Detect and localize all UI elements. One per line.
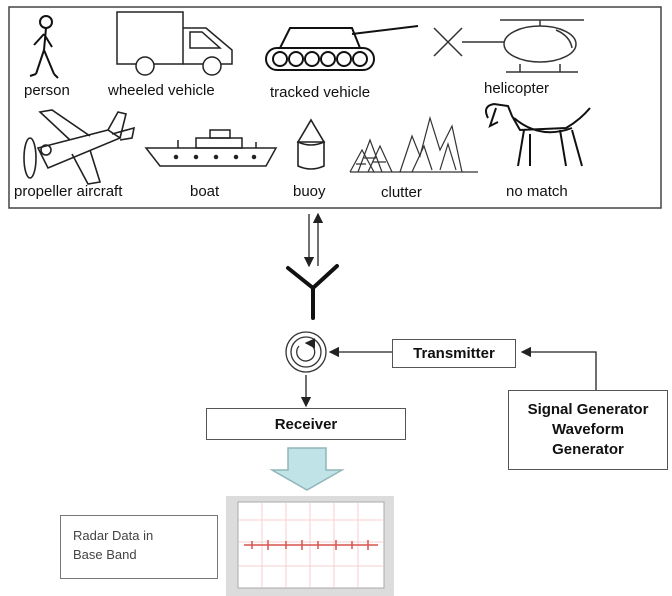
buoy-icon [296,118,326,170]
signal-generator-line-3: Generator [552,441,624,458]
label-no-match: no match [506,183,568,200]
boat-icon [144,129,278,167]
baseband-plot [226,496,394,596]
tracked-vehicle-icon [265,25,419,71]
radar-data-line-1: Radar Data in [73,528,154,543]
label-buoy: buoy [293,183,326,200]
transmitter-block: Transmitter [392,339,516,368]
label-tracked-vehicle: tracked vehicle [270,84,371,101]
signal-generator-line-1: Signal Generator [527,401,649,418]
wheeled-vehicle-icon [116,11,233,76]
label-person: person [24,82,70,99]
receiver-block: Receiver [206,408,406,440]
label-clutter: clutter [381,184,422,201]
antenna-icon [286,264,339,320]
siggen-to-tx-arrow [520,346,597,390]
label-propeller-aircraft: propeller aircraft [14,183,123,200]
radar-data-line-2: Base Band [73,547,137,562]
radar-data-box: Radar Data in Base Band [60,515,218,579]
label-wheeled-vehicle: wheeled vehicle [108,82,215,99]
helicopter-icon [433,19,584,73]
propeller-aircraft-icon [23,109,136,185]
receiver-label: Receiver [274,415,338,433]
label-helicopter: helicopter [484,80,550,97]
person-icon [29,15,59,79]
signal-generator-block: Signal Generator Waveform Generator [508,390,668,470]
clutter-icon [349,115,478,173]
label-boat: boat [190,183,220,200]
transmitter-label: Transmitter [413,345,495,362]
signal-generator-line-2: Waveform [552,421,624,438]
circulator-icon [285,331,327,373]
receiver-output-arrow [269,447,345,491]
dog-icon [485,102,591,167]
